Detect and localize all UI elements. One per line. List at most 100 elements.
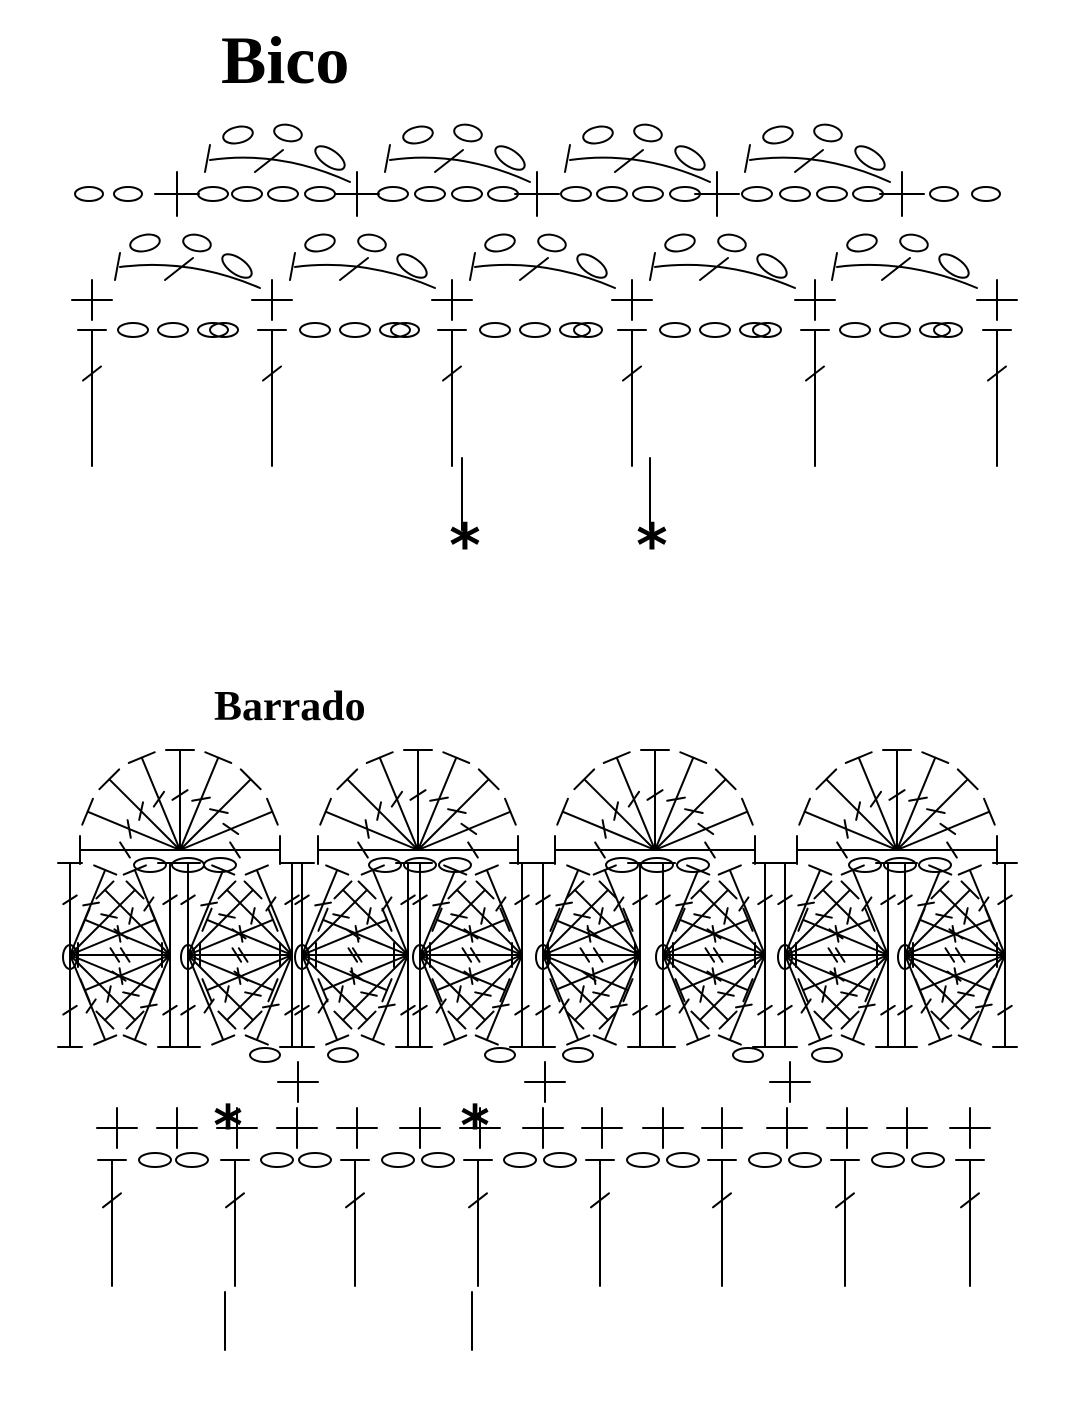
shell-stitch-top	[326, 1035, 348, 1044]
shell-stitch	[420, 870, 455, 955]
single-crochet	[950, 1108, 990, 1148]
chain-stitch	[920, 323, 950, 337]
double-crochet-slash	[806, 367, 824, 381]
shell-stitch-top	[94, 1035, 116, 1044]
shell-stitch-slash	[822, 986, 825, 1002]
fan-stitch-top	[267, 799, 278, 825]
double-crochet-slash	[346, 1193, 364, 1207]
shell-stitch-slash	[63, 895, 76, 904]
shell-stitch-slash	[998, 895, 1011, 904]
single-crochet	[157, 1108, 197, 1148]
half-shell	[773, 863, 877, 1047]
arch-curve	[570, 158, 710, 182]
chain-stitch	[299, 1153, 331, 1167]
shell-stitch-top	[623, 979, 632, 1001]
chain-stitch	[305, 187, 335, 201]
chain-stitch	[300, 323, 330, 337]
shell-stitch	[785, 955, 870, 990]
barrado-repeat-marker-1: *	[213, 1094, 242, 1159]
single-crochet	[770, 1062, 810, 1102]
chain-stitch	[633, 187, 663, 201]
picot-arch	[745, 122, 890, 182]
shell-stitch-slash	[942, 986, 945, 1002]
shell-stitch-slash	[611, 1005, 627, 1008]
shell-stitch-top	[382, 979, 391, 1001]
shell-stitch-top	[444, 1035, 466, 1044]
shell-stitch	[920, 920, 1005, 955]
shell-stitch-slash	[958, 992, 974, 995]
shell-stitch-top	[594, 1035, 616, 1044]
arch-stem	[205, 145, 210, 172]
shell-stitch-top	[691, 1012, 708, 1029]
fan-stitch	[180, 758, 218, 850]
shell-stitch-slash	[112, 972, 125, 981]
chain-stitch	[930, 187, 958, 201]
chain-stitch	[222, 124, 255, 146]
bico-title: Bico	[221, 22, 350, 98]
shell-stitch-slash	[401, 1006, 414, 1015]
shell-stitch	[575, 955, 640, 1020]
fan-stitch-slash	[448, 809, 466, 813]
fan-stitch-slash	[230, 842, 240, 857]
shell-stitch-slash	[736, 1005, 752, 1008]
shell-stitch-slash	[758, 895, 771, 904]
shell-stitch-top	[931, 1012, 948, 1029]
shell-stitch	[257, 955, 292, 1040]
chain-stitch	[129, 232, 162, 254]
chain-stitch	[670, 187, 700, 201]
shell-stitch-slash	[319, 999, 328, 1012]
shell-stitch-slash	[163, 895, 176, 904]
single-crochet	[217, 1108, 257, 1148]
shell-stitch-top	[326, 865, 348, 874]
chain-stitch	[536, 945, 550, 969]
shell-stitch-slash	[315, 903, 331, 906]
shell-stitch-top	[245, 1012, 262, 1029]
chain-stitch	[232, 187, 262, 201]
single-crochet	[335, 172, 379, 216]
fan-stitch-slash	[358, 842, 368, 857]
double-crochet-slash	[83, 367, 101, 381]
shell-stitch-slash	[593, 992, 609, 995]
shell-stitch-top	[600, 881, 617, 898]
shell-stitch-top	[600, 1012, 617, 1029]
fan-stitch	[180, 779, 251, 850]
shell-stitch-slash	[515, 895, 528, 904]
shell-stitch-top	[444, 865, 466, 874]
chain-stitch	[742, 187, 772, 201]
shell-stitch-top	[962, 881, 979, 898]
arch-slash	[700, 258, 728, 280]
shell-stitch-top	[814, 881, 831, 898]
chain-stitch	[573, 250, 610, 283]
half-shell	[796, 863, 900, 1047]
chain-stitch	[261, 1153, 293, 1167]
double-crochet	[98, 1160, 126, 1286]
half-shell	[316, 863, 420, 1047]
shell-stitch-top	[675, 979, 684, 1001]
chain-stitch	[176, 1153, 208, 1167]
chain-stitch	[134, 858, 166, 872]
chain-stitch	[181, 945, 195, 969]
shell-stitch-top	[246, 1035, 268, 1044]
arch-slash	[615, 150, 643, 172]
shell-stitch-slash	[560, 999, 569, 1012]
chain-stitch	[778, 945, 792, 969]
fan-stitch	[655, 779, 726, 850]
fan-stitch-slash	[172, 790, 187, 800]
chain-stitch	[671, 142, 708, 175]
fan-stitch-top	[99, 769, 119, 789]
shell-stitch-slash	[333, 914, 349, 917]
shell-stitch-top	[432, 909, 441, 931]
shell-stitch-slash	[464, 972, 477, 981]
shell-stitch-slash	[163, 1006, 176, 1015]
fan-stitch-top	[129, 752, 155, 763]
shell-stitch-slash	[87, 999, 96, 1012]
arch-curve	[390, 158, 530, 182]
fan-stitch-top	[574, 769, 594, 789]
fan-stitch-top	[205, 752, 231, 763]
single-crochet	[252, 280, 292, 320]
chain-stitch	[912, 1153, 944, 1167]
fan-stitch-top	[443, 752, 469, 763]
shell-stitch-top	[929, 1035, 951, 1044]
shell-stitch-slash	[285, 895, 298, 904]
chain-stitch	[328, 1048, 358, 1062]
